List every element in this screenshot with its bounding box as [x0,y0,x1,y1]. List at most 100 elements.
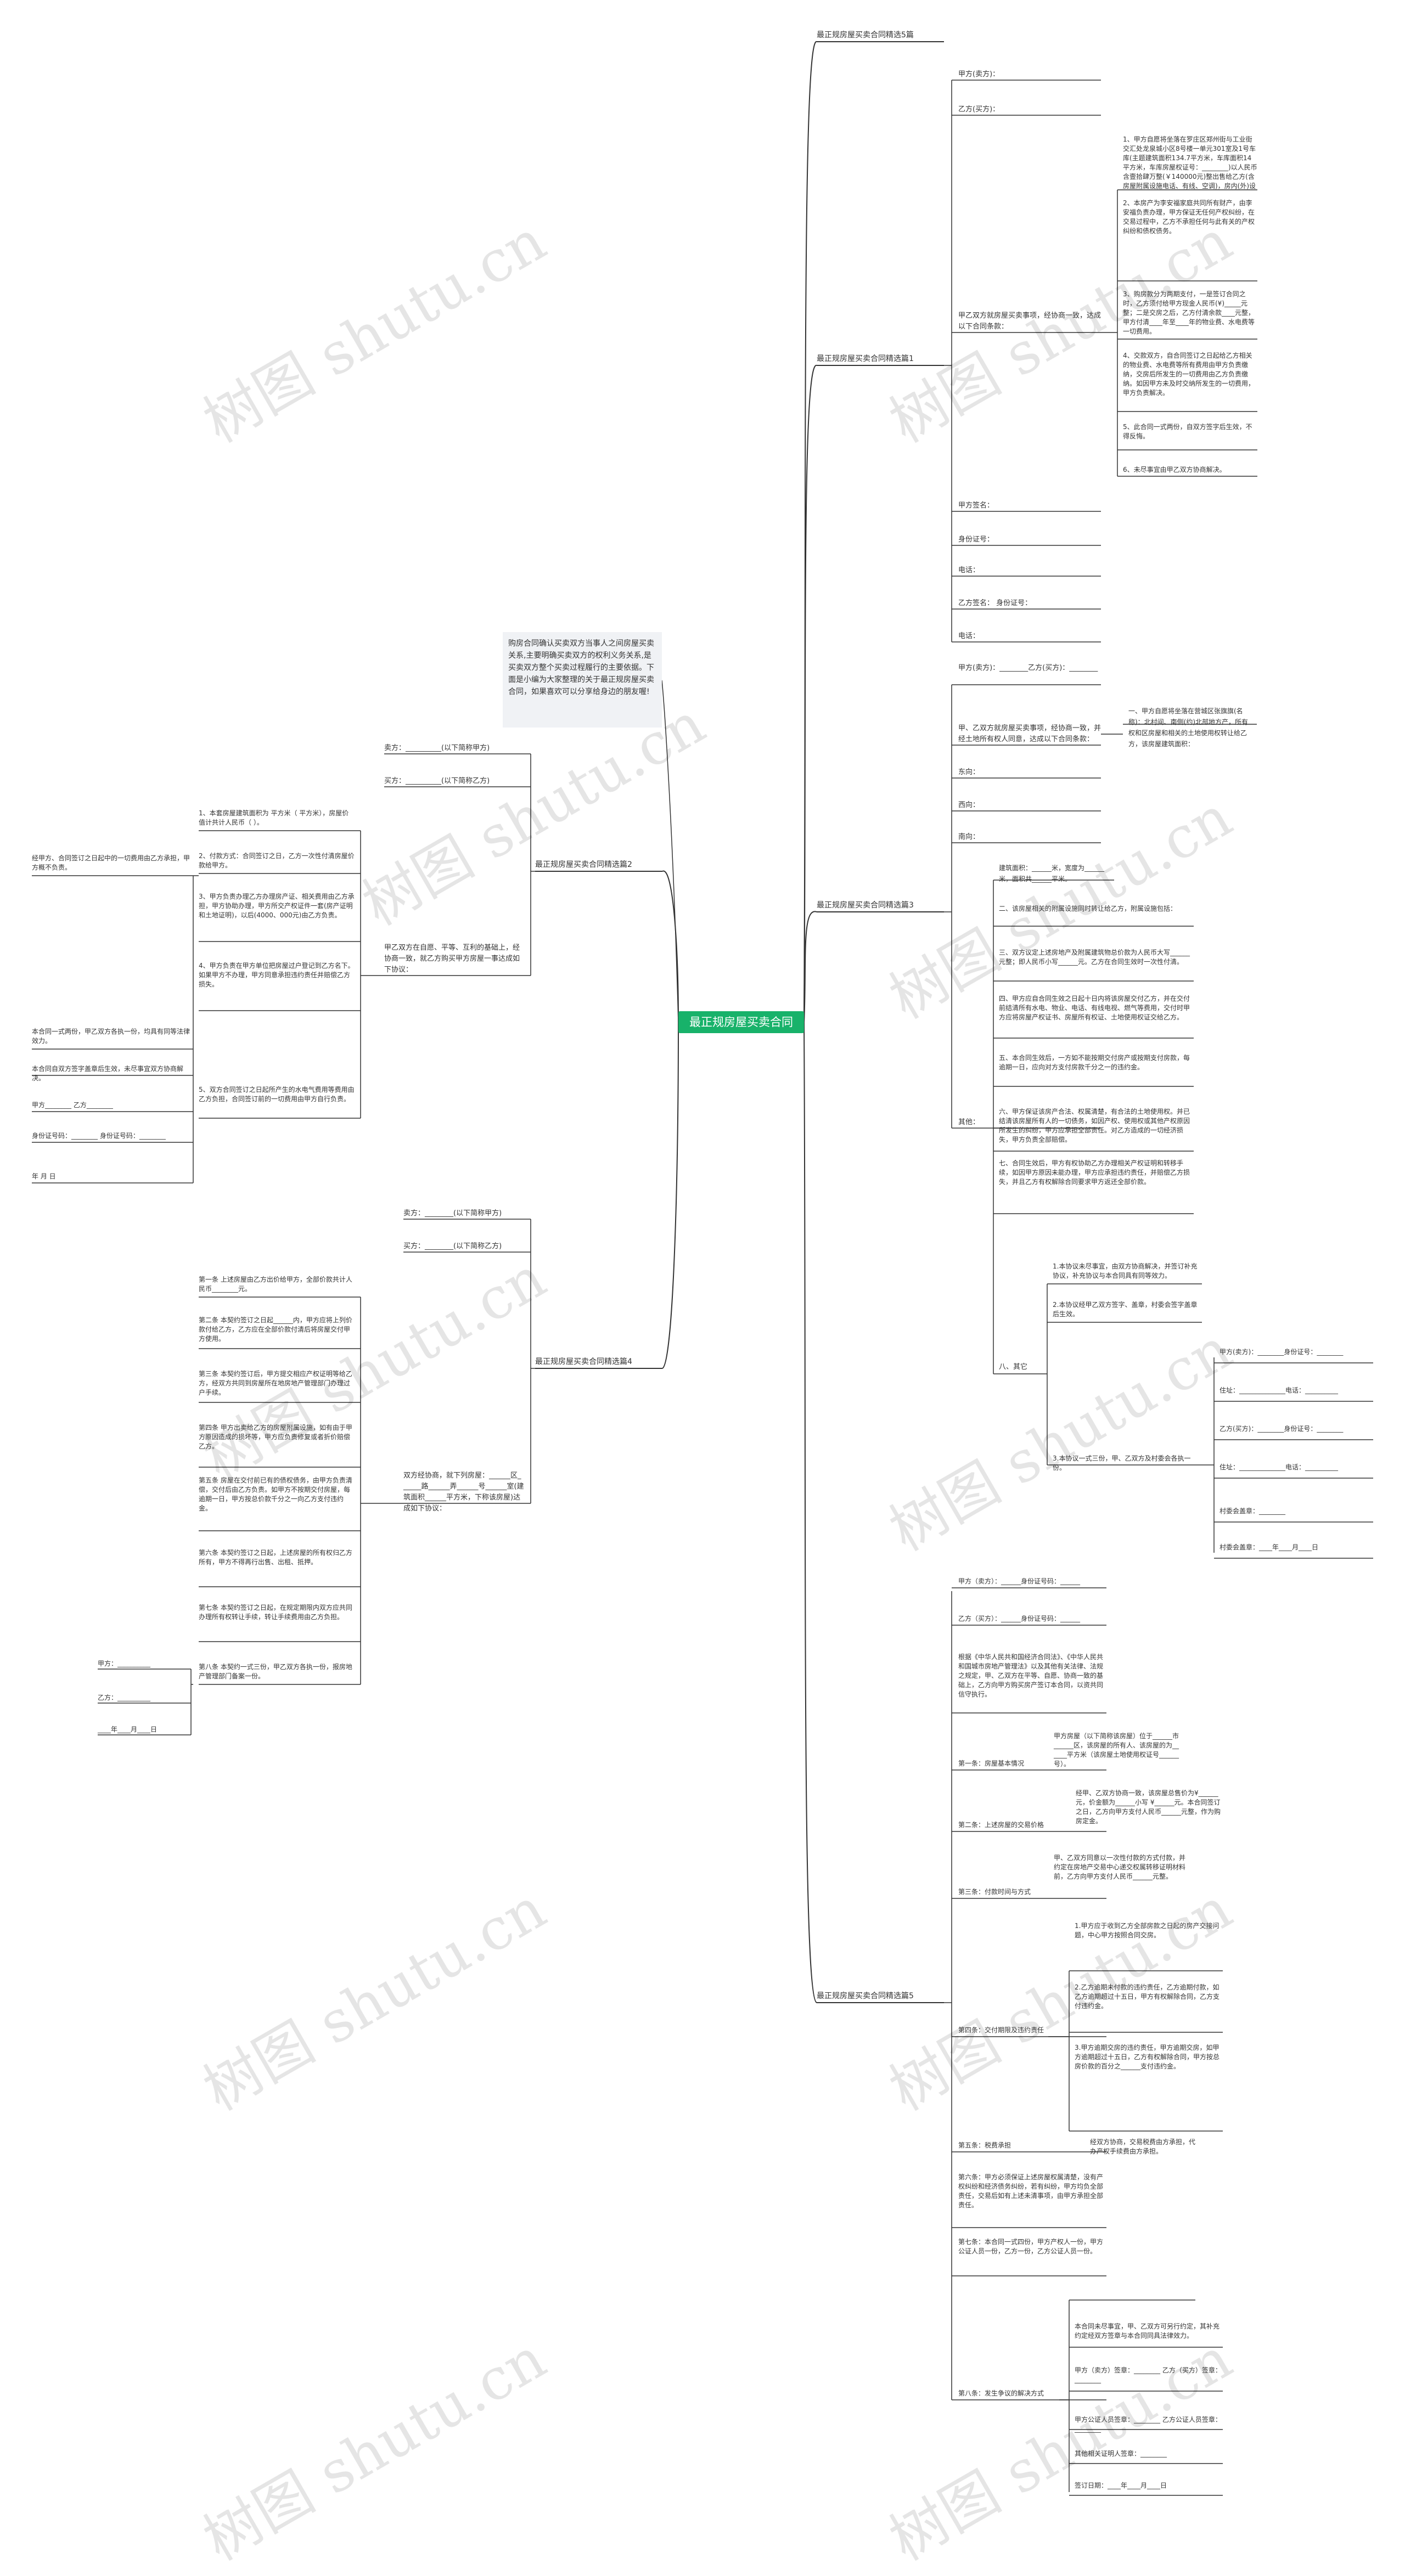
contract-field[interactable]: 本合同一式两份，甲乙双方各执一份，均具有同等法律效力。 [32,1028,190,1045]
clause-item[interactable]: 建筑面积：______米，宽度为______米，面积共______平米。 [999,864,1105,883]
contract-field[interactable]: 年 月 日 [32,1173,56,1180]
clause-item[interactable]: 1、本套房屋建筑面积为 平方米（ 平方米），房屋价值计共计人民币（ ）。 [199,809,349,826]
clause-item[interactable]: 第三条 本契约签订后，甲方提交相应产权证明等给乙方，经双方共同到房屋所在地房地产… [199,1370,352,1396]
signature-field[interactable]: 乙方(买方)：________身份证号：________ [1219,1425,1344,1433]
contract-field[interactable]: 东向： [958,768,980,776]
clause-item[interactable]: 三、双方议定上述房地产及附属建筑物总价款为人民币大写______元整；即人民币小… [999,949,1190,966]
clause-item[interactable]: 经双方协商，交易税费由方承担，代办产权手续费由方承担。 [1090,2138,1196,2155]
clause-item[interactable]: 八、其它 [999,1363,1028,1371]
clause-item[interactable]: 4、交款双方，自合同签订之日起给乙方相关的物业费、水电费等所有费用由甲方负责缴纳… [1123,352,1255,397]
clause-item[interactable]: 1、甲方自愿将坐落在罗庄区郑州街与工业街交汇处龙泉城小区8号楼一单元301室及1… [1123,136,1257,190]
clause-item[interactable]: 3.本协议一式三份，甲、乙双方及村委会各执一份。 [1053,1455,1191,1472]
clause-item[interactable]: 第六条 本契约签订之日起，上述房屋的所有权归乙方所有，甲方不得再行出售、出租、抵… [199,1549,352,1566]
clause-item[interactable]: 经甲、乙双方协商一致，该房屋总售价为¥______元，价金额为______小写 … [1076,1789,1221,1825]
branch-node[interactable]: 最正规房屋买卖合同精选篇3 [817,901,914,910]
contract-field[interactable]: 甲方(卖方)：________乙方(买方)：________ [958,664,1098,672]
clause-item[interactable]: 五、本合同生效后，一方如不能按期交付房产或按期支付房款，每逾期一日，应向对方支付… [999,1054,1190,1071]
contract-field[interactable]: 身份证号码：________ 身份证号码：________ [32,1132,166,1140]
clause-item[interactable]: 第七条 本契约签订之日起，在规定期限内双方应共同办理所有权转让手续，转让手续费用… [199,1604,352,1621]
contract-field[interactable]: 本合同自双方签字盖章后生效，未尽事宜双方协商解决。 [32,1065,184,1082]
clause-item[interactable]: 四、甲方应自合同生效之日起十日内将该房屋交付乙方，并在交付前结清所有水电、物业、… [999,995,1190,1021]
clause-item[interactable]: 2、付款方式：合同签订之日，乙方一次性付清房屋价款给甲方。 [199,852,355,869]
contract-field[interactable]: 南向： [958,833,980,841]
clause-item[interactable]: 3、购房款分为两期支付，一是签订合同之时，乙方须付给甲方现金人民币(¥)____… [1123,290,1255,335]
clause-item[interactable]: 第八条 本契约一式三份，甲乙双方各执一份，报房地产管理部门备案一份。 [199,1663,352,1680]
contract-field[interactable]: 买方：__________(以下简称乙方) [384,777,490,785]
clause-item[interactable]: 甲方公证人员签章：________ 乙方公证人员签章：________ [1075,2416,1222,2433]
signature-field[interactable]: 村委会盖章：________ [1219,1507,1286,1515]
contract-field[interactable]: 根据《中华人民共和国经济合同法》、《中华人民共和国城市房地产管理法》以及其他有关… [958,1653,1104,1698]
contract-field[interactable]: 乙方(买方)： [958,105,1000,114]
signature-field[interactable]: 住址：______________电话：__________ [1219,1463,1339,1471]
signature-field[interactable]: 村委会盖章：____年____月____日 [1219,1543,1319,1551]
clause-item[interactable]: 七、合同生效后，甲方有权协助乙方办理相关产权证明和转移手续，如因甲方原因未能办理… [999,1159,1190,1186]
clause-item[interactable]: 5、此合同一式两份，自双方签字后生效，不得反悔。 [1123,423,1252,440]
contract-field[interactable]: 电话： [958,566,980,574]
connector [803,911,817,1023]
branch-node[interactable]: 最正规房屋买卖合同精选篇4 [535,1357,632,1366]
clause-item[interactable]: 2、本房产为李安福家庭共同所有财产，由李安福负责办理，甲方保证无任何产权纠纷，在… [1123,199,1255,235]
clause-item[interactable]: 3.甲方逾期交房的违约责任，甲方逾期交房，如甲方逾期超过十五日，乙方有权解除合同… [1075,2044,1220,2070]
branch-node[interactable]: 最正规房屋买卖合同精选篇5 [817,1992,914,2000]
clause-item[interactable]: 5、双方合同签订之日起所产生的水电气费用等费用由乙方负担，合同签订前的一切费用由… [199,1086,355,1103]
signature-field[interactable]: 乙方：__________ [98,1694,151,1701]
contract-field[interactable]: 甲、乙双方就房屋买卖事项，经协商一致，并经土地所有权人同意，达成以下合同条款： [958,724,1101,743]
clause-item[interactable]: 第五条 房屋在交付前已有的债权债务，由甲方负责清偿，交付后由乙方负责。如甲方不按… [199,1476,352,1512]
clause-item[interactable]: 第二条 本契约签订之日起______内，甲方应将上列价款付给乙方，乙方应在全部价… [199,1316,352,1343]
contract-field[interactable]: 第三条：付款时间与方式 [958,1888,1031,1896]
branch-node[interactable]: 最正规房屋买卖合同精选5篇 [817,31,914,40]
contract-field[interactable]: 西向： [958,801,980,809]
contract-field[interactable]: 卖方：________(以下简称甲方) [403,1209,502,1217]
clause-item[interactable]: 甲方房屋（以下简称该房屋）位于______市______区，该房屋的所有人、该房… [1054,1732,1179,1768]
contract-field[interactable]: 甲方________ 乙方________ [32,1101,113,1109]
contract-field[interactable]: 甲方签名： [958,501,994,510]
contract-field[interactable]: 甲乙双方在自愿、平等、互利的基础上，经协商一致，就乙方购买甲方房屋一事达成如下协… [384,944,520,974]
contract-field[interactable]: 第四条：交付期限及违约责任 [958,2026,1044,2034]
clause-item[interactable]: 4、甲方负责在甲方单位把房屋过户登记到乙方名下。如果甲方不办理，甲方同意承担违约… [199,962,355,988]
contract-field[interactable]: 第七条：本合同一式四份，甲方产权人一份，甲方公证人员一份，乙方一份，乙方公证人员… [958,2238,1104,2255]
clause-item[interactable]: 1.甲方应于收到乙方全部房款之日起的房产交接问题，中心甲方按照合同交房。 [1075,1922,1219,1939]
contract-field[interactable]: 双方经协商，就下列房屋：______区______路______弄______号… [403,1472,524,1513]
contract-field[interactable]: 甲乙双方就房屋买卖事项，经协商一致，达成以下合同条款： [958,312,1101,331]
clause-item[interactable]: 6、未尽事宜由甲乙双方协商解决。 [1123,466,1226,474]
contract-field[interactable]: 乙方签名： 身份证号： [958,599,1032,607]
clause-item[interactable]: 签订日期：____年____月____日 [1075,2482,1167,2489]
clause-item[interactable]: 第四条 甲方出卖给乙方的房屋附属设施，如有由于甲方原因造成的损坏等，甲方应负责修… [199,1424,352,1450]
contract-field[interactable]: 第五条：税费承担 [958,2141,1011,2149]
contract-field[interactable]: 卖方：__________(以下简称甲方) [384,744,490,752]
contract-field[interactable]: 身份证号： [958,536,994,544]
clause-item[interactable]: 甲方（卖方）签章：________ 乙方（买方）签章：________ [1075,2366,1222,2383]
contract-field[interactable]: 第六条：甲方必须保证上述房屋权属清楚，没有产权纠纷和经济债务纠纷，若有纠纷，甲方… [958,2173,1104,2209]
contract-field[interactable]: 第八条：发生争议的解决方式 [958,2389,1044,2397]
clause-item[interactable]: 其他相关证明人签章：________ [1075,2450,1167,2457]
contract-field[interactable]: 电话： [958,632,980,640]
signature-field[interactable]: 甲方(卖方)：________身份证号：________ [1219,1348,1344,1356]
clause-item[interactable]: 二、该房屋相关的附属设施同时转让给乙方，附属设施包括： [999,905,1177,912]
clause-item[interactable]: 甲、乙双方同意以一次性付款的方式付款，并约定在房地产交易中心递交权属转移证明材料… [1054,1854,1186,1880]
clause-item[interactable]: 3、甲方负责办理乙方办理房产证、相关费用由乙方承担，甲方协助办理，甲方所交产权证… [199,893,355,919]
signature-field[interactable]: ____年____月____日 [98,1726,158,1733]
intro-note: 购房合同确认买卖双方当事人之间房屋买卖关系,主要明确买卖双方的权利义务关系,是买… [503,632,662,728]
contract-field[interactable]: 甲方(卖方)： [958,70,1000,78]
signature-field[interactable]: 住址：______________电话：__________ [1219,1386,1339,1394]
clause-item[interactable]: 第一条 上述房屋由乙方出价给甲方，全部价款共计人民币________元。 [199,1276,352,1293]
contract-field[interactable]: 乙方（买方）：______身份证号码：______ [958,1615,1081,1622]
branch-node[interactable]: 最正规房屋买卖合同精选篇2 [535,860,632,869]
clause-item[interactable]: 一、甲方自愿将坐落在营城区张旗旗(名称)：北村间、南侧(约)北部地方产，所有权和… [1128,707,1249,748]
root-node[interactable]: 最正规房屋买卖合同 [678,1011,804,1033]
connector [662,1022,679,1369]
clause-item[interactable]: 1.本协议未尽事宜，由双方协商解决，并签订补充协议，补充协议与本合同具有同等效力… [1053,1262,1198,1279]
clause-item[interactable]: 本合同未尽事宜，甲、乙双方可另行约定，其补充约定经双方签章与本合同同具法律效力。 [1075,2323,1220,2340]
contract-field[interactable]: 买方：________(以下简称乙方) [403,1242,502,1250]
clause-item[interactable]: 六、甲方保证该房产合法、权属清楚，有合法的土地使用权。并已结清该房屋所有人的一切… [999,1108,1190,1143]
contract-field[interactable]: 第二条：上述房屋的交易价格 [958,1821,1044,1829]
contract-field[interactable]: 第一条：房屋基本情况 [958,1760,1025,1767]
contract-field[interactable]: 甲方（卖方）：______身份证号码：______ [958,1577,1081,1585]
clause-item[interactable]: 2.乙方逾期未付款的违约责任，乙方逾期付款，如乙方逾期超过十五日，甲方有权解除合… [1075,1983,1220,2010]
contract-field[interactable]: 经甲方、合同签订之日起中的一切费用由乙方承担，甲方概不负责。 [32,854,190,871]
contract-field[interactable]: 其他： [958,1118,980,1126]
signature-field[interactable]: 甲方：__________ [98,1660,151,1667]
connector [803,365,817,1023]
clause-item[interactable]: 2.本协议经甲乙双方签字、盖章，村委会签字盖章后生效。 [1053,1301,1198,1318]
branch-node[interactable]: 最正规房屋买卖合同精选篇1 [817,354,914,363]
